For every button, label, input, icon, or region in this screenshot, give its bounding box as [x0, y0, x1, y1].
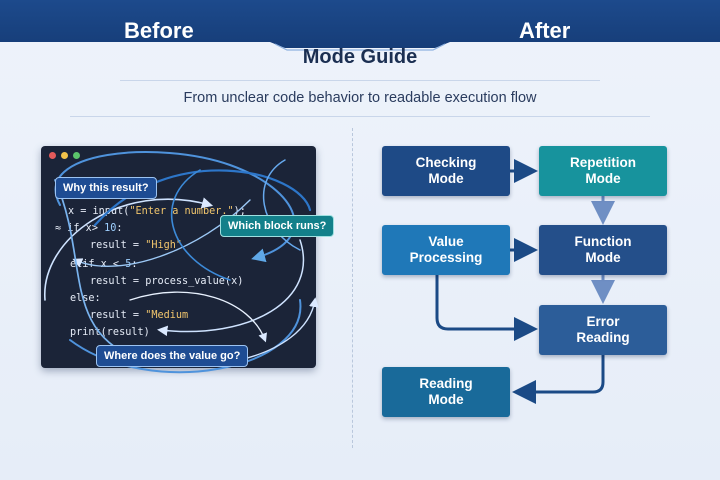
reading-mode-node: Reading Mode: [382, 367, 510, 417]
code-line: result = process_value(x): [90, 276, 244, 287]
code-line: else:: [70, 293, 101, 304]
code-line: elif x < 5:: [70, 259, 138, 270]
error-reading-node: Error Reading: [539, 305, 667, 355]
value-processing-node: Value Processing: [382, 225, 510, 275]
function-mode-node: Function Mode: [539, 225, 667, 275]
code-line: x = input("Enter a number.");: [68, 206, 246, 217]
code-line: result = "Medium: [90, 310, 189, 321]
question-label-block: Which block runs?: [220, 215, 335, 237]
close-dot-icon: [49, 152, 56, 159]
top-banner: [0, 0, 720, 48]
page-title: Mode Guide: [302, 46, 418, 68]
code-line: ≈ if x> 10:: [55, 223, 123, 234]
before-after-divider: [352, 128, 353, 448]
repetition-mode-node: Repetition Mode: [539, 146, 667, 196]
subtitle-rule: [70, 116, 650, 117]
title-tab: [0, 42, 720, 51]
subtitle: From unclear code behavior to readable e…: [183, 90, 537, 106]
question-label-result: Why this result?: [55, 177, 157, 199]
title-rule: [120, 80, 600, 81]
before-heading: Before: [124, 18, 194, 43]
checking-mode-node: Checking Mode: [382, 146, 510, 196]
code-line: print(result): [70, 327, 150, 338]
code-line: result = "High": [90, 240, 183, 251]
after-heading: After: [519, 18, 571, 43]
question-label-value: Where does the value go?: [96, 345, 249, 367]
